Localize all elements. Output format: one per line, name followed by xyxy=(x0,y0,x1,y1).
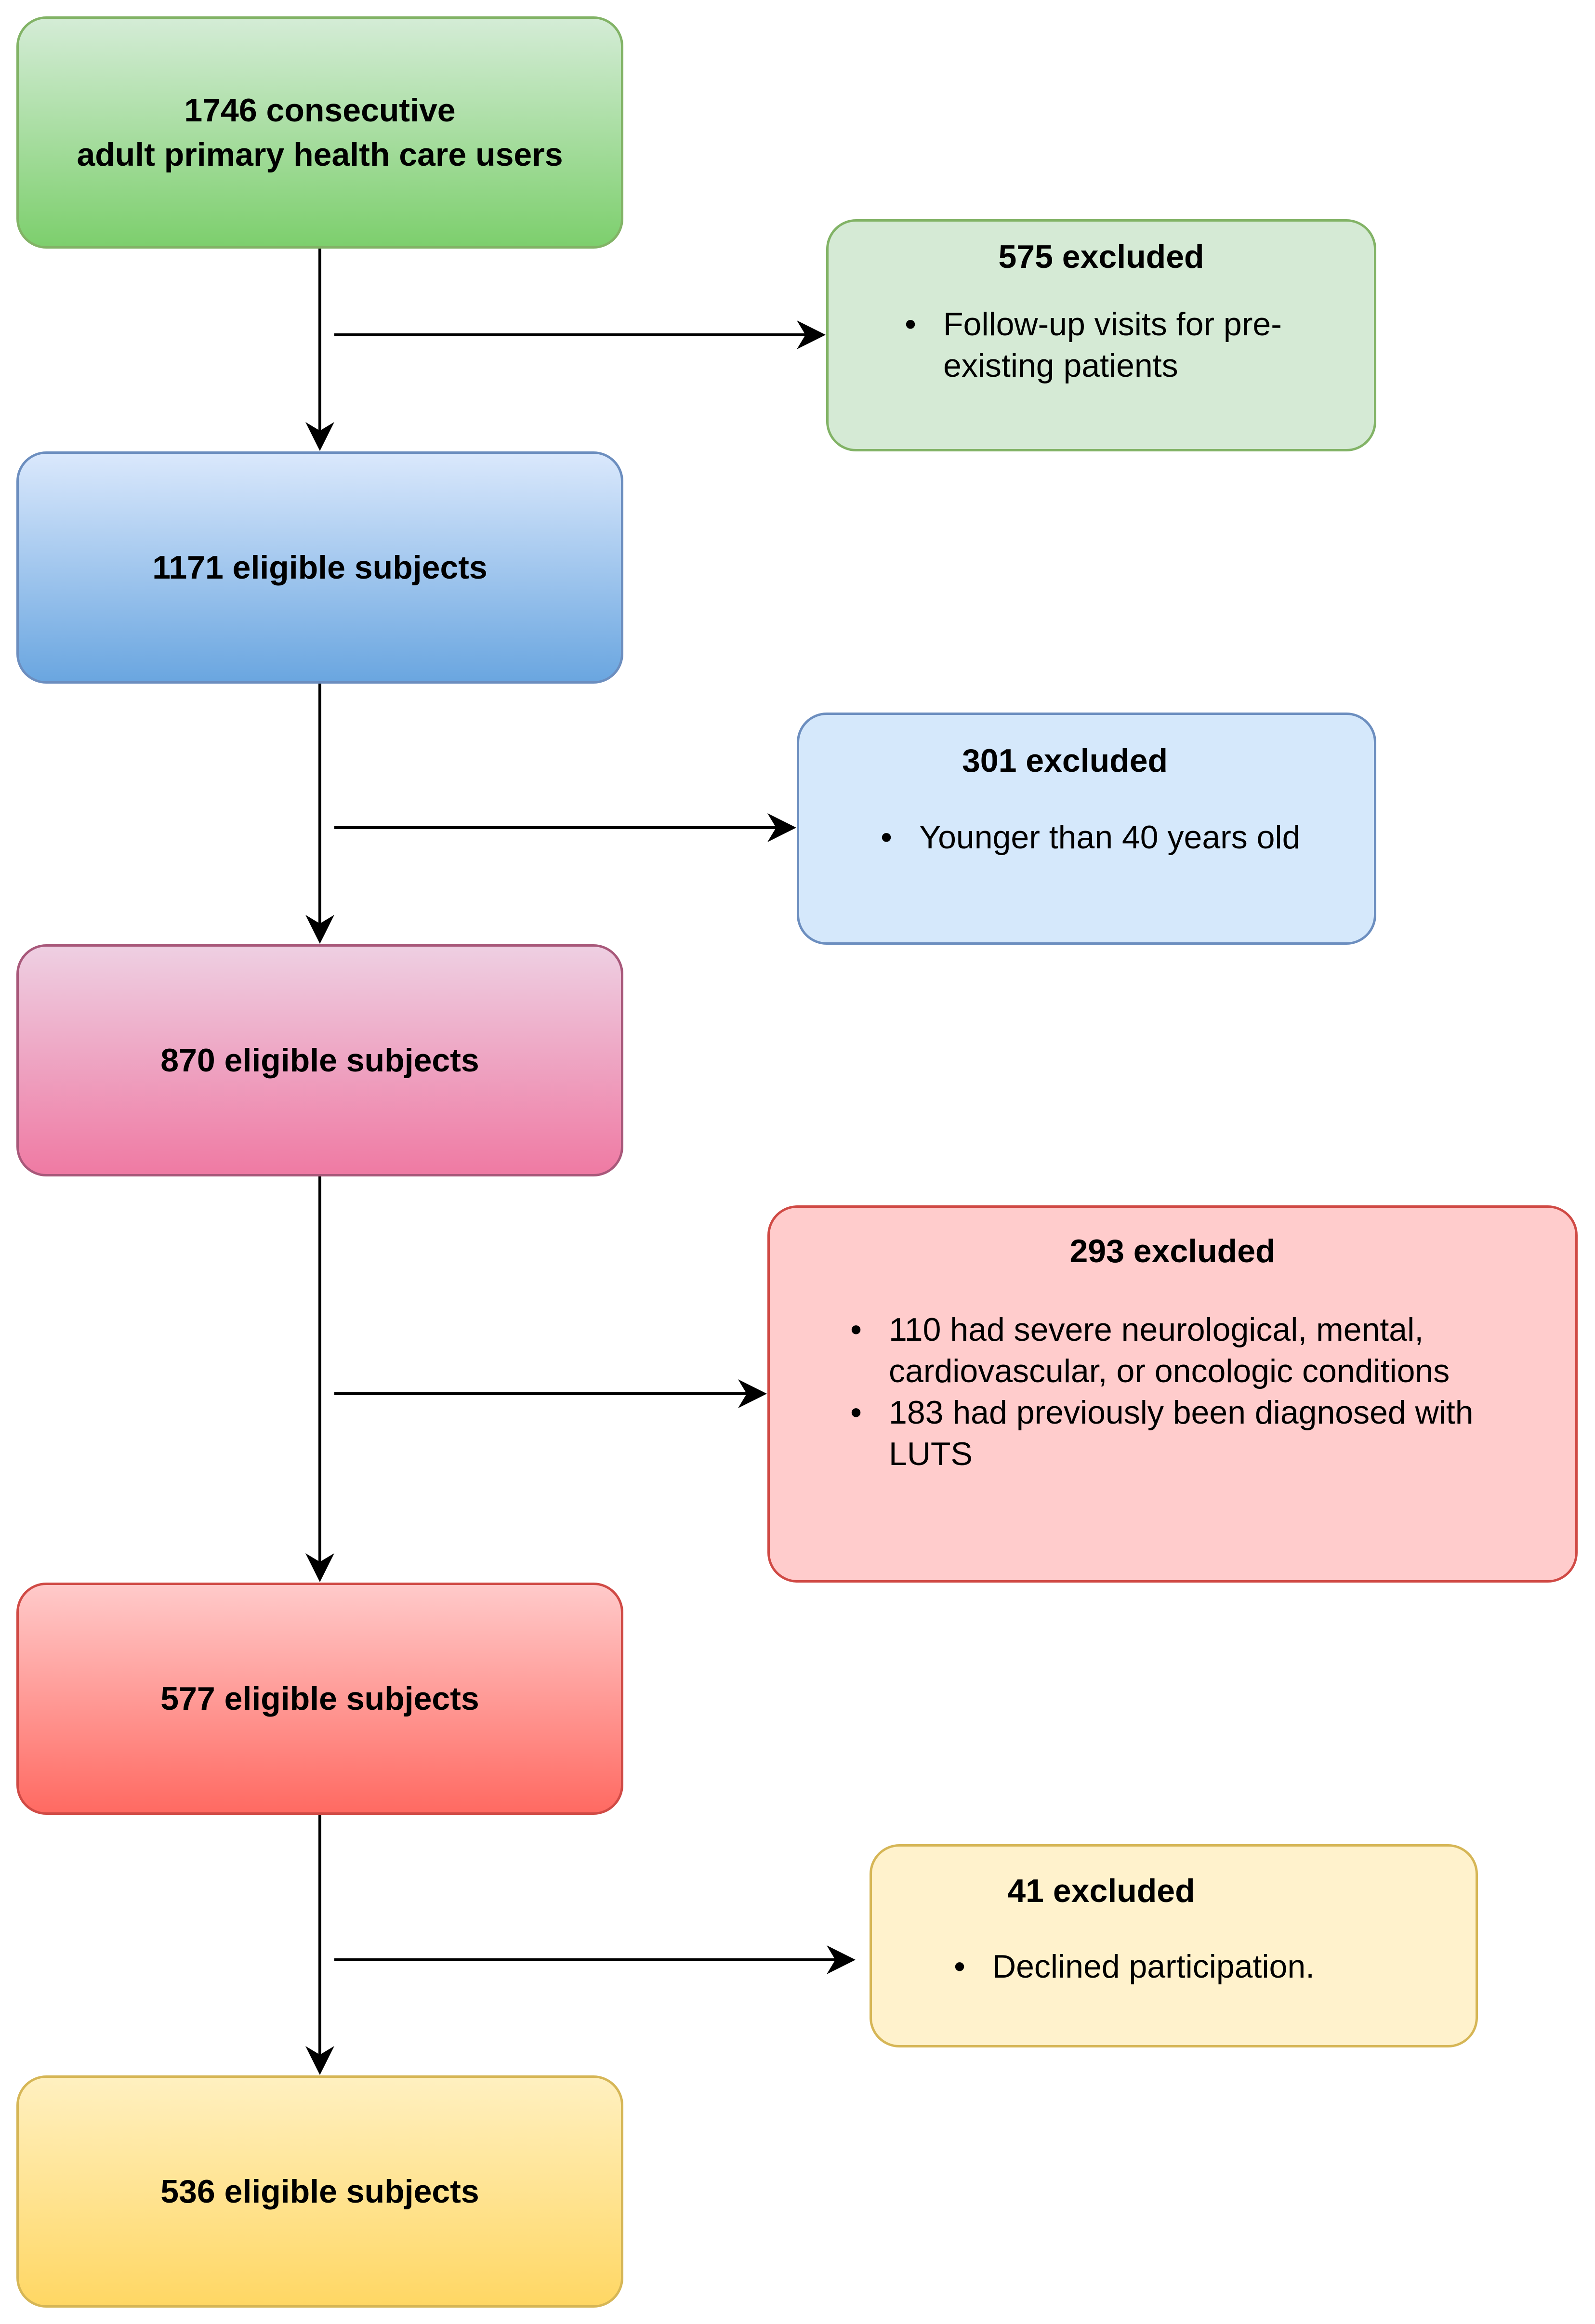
exclusion-item: • Follow-up visits for pre- existing pat… xyxy=(905,304,1282,386)
eligible-label-1171: 1171 eligible subjects xyxy=(152,549,488,586)
enrollment-box: 1746 consecutive adult primary health ca… xyxy=(16,16,623,249)
exclusion-item-line: Follow-up visits for pre- xyxy=(943,306,1282,343)
exclusion-item-line: 183 had previously been diagnosed with xyxy=(889,1394,1474,1431)
exclusion-list-293: • 110 had severe neurological, mental, c… xyxy=(850,1309,1474,1475)
exclusion-item: • Younger than 40 years old xyxy=(881,817,1301,858)
bullet-icon: • xyxy=(905,306,916,343)
exclusion-box-41: 41 excluded • Declined participation. xyxy=(870,1844,1478,2047)
exclusion-title-293: 293 excluded xyxy=(1069,1233,1276,1269)
exclusion-title-41: 41 excluded xyxy=(1007,1873,1195,1909)
enrollment-line-1: 1746 consecutive xyxy=(184,92,456,129)
exclusion-list-301: • Younger than 40 years old xyxy=(881,817,1301,858)
eligible-label-577: 577 eligible subjects xyxy=(160,1680,479,1717)
exclusion-item-line: LUTS xyxy=(889,1436,973,1472)
eligible-label-870: 870 eligible subjects xyxy=(160,1042,479,1079)
enrollment-line-2: adult primary health care users xyxy=(77,136,563,173)
eligible-box-577: 577 eligible subjects xyxy=(16,1583,623,1815)
bullet-icon: • xyxy=(850,1394,862,1431)
bullet-icon: • xyxy=(850,1311,862,1348)
exclusion-item: • Declined participation. xyxy=(954,1946,1315,1987)
exclusion-box-293: 293 excluded • 110 had severe neurologic… xyxy=(767,1205,1578,1583)
exclusion-box-301: 301 excluded • Younger than 40 years old xyxy=(797,713,1376,945)
final-sample-box: 536 eligible subjects xyxy=(16,2075,623,2308)
exclusion-title-301: 301 excluded xyxy=(962,742,1168,779)
eligible-box-870: 870 eligible subjects xyxy=(16,944,623,1176)
exclusion-item-line: Declined participation. xyxy=(992,1948,1315,1985)
exclusion-item: • 110 had severe neurological, mental, c… xyxy=(850,1309,1474,1392)
exclusion-list-575: • Follow-up visits for pre- existing pat… xyxy=(905,304,1282,386)
exclusion-item-line: cardiovascular, or oncologic conditions xyxy=(889,1353,1450,1389)
final-sample-label: 536 eligible subjects xyxy=(160,2173,479,2210)
exclusion-item-line: existing patients xyxy=(943,347,1178,384)
exclusion-list-41: • Declined participation. xyxy=(954,1946,1315,1987)
exclusion-box-575: 575 excluded • Follow-up visits for pre-… xyxy=(826,219,1376,451)
bullet-icon: • xyxy=(881,819,892,856)
exclusion-title-575: 575 excluded xyxy=(998,238,1204,275)
exclusion-item: • 183 had previously been diagnosed with… xyxy=(850,1392,1474,1475)
eligible-box-1171: 1171 eligible subjects xyxy=(16,451,623,684)
bullet-icon: • xyxy=(954,1948,965,1985)
exclusion-item-line: Younger than 40 years old xyxy=(919,819,1301,856)
exclusion-item-line: 110 had severe neurological, mental, xyxy=(889,1311,1424,1348)
